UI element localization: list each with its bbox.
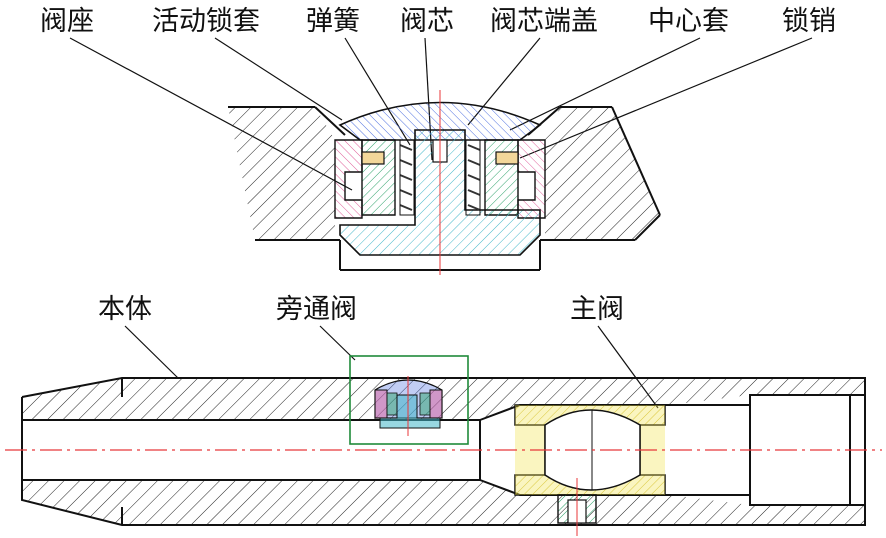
label-valve-core: 阀芯 [400, 6, 454, 37]
detail-valve-seat-right [517, 139, 546, 219]
detail-lock-pin-right [495, 151, 519, 165]
main-body-lower-wall [22, 480, 865, 525]
main-body-upper-wall [22, 378, 865, 420]
label-valve-seat: 阀座 [40, 6, 94, 37]
detail-valve-seat-left [334, 139, 363, 219]
top-labels: 阀座 活动锁套 弹簧 阀芯 阀芯端盖 中心套 锁销 [40, 6, 836, 37]
label-lock-pin: 锁销 [782, 6, 836, 37]
bypass-valve-highlight-box [349, 355, 469, 445]
label-bypass-valve: 旁通阀 [276, 294, 357, 325]
detail-lock-pin-left [361, 151, 385, 165]
main-body-outline [21, 377, 866, 526]
leader-movable-lock-sleeve [214, 37, 343, 121]
detail-center-sleeve [484, 139, 519, 216]
detail-spring-right [465, 139, 481, 216]
label-spring: 弹簧 [306, 6, 360, 37]
label-main-valve: 主阀 [570, 294, 624, 325]
detail-body-right [545, 107, 660, 240]
leader-center-sleeve [509, 37, 701, 131]
label-body: 本体 [98, 294, 152, 325]
label-valve-core-end-cap: 阀芯端盖 [490, 6, 598, 37]
detail-body-left [228, 107, 335, 240]
label-movable-lock-sleeve: 活动锁套 [152, 6, 260, 37]
detail-view [228, 90, 661, 275]
leader-body [124, 325, 179, 379]
detail-spring-left [399, 139, 415, 216]
detail-movable-lock-sleeve [361, 139, 396, 216]
bottom-labels: 本体 旁通阀 主阀 [98, 294, 624, 325]
main-view [5, 355, 882, 536]
bypass-valve-mini [374, 376, 443, 436]
label-center-sleeve: 中心套 [648, 6, 729, 37]
leader-bypass-valve [319, 325, 356, 361]
